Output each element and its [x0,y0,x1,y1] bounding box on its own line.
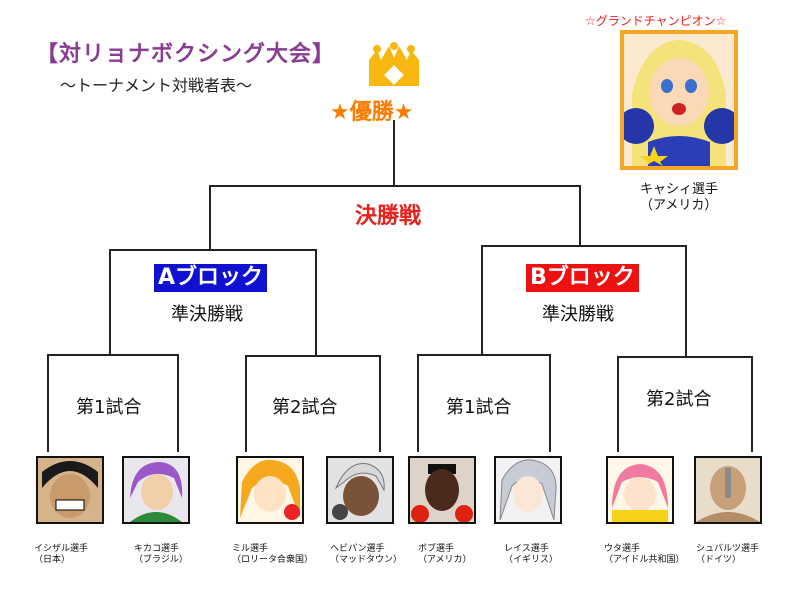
fighter-name: ウタ選手 [604,544,641,554]
fighter-caption-8: シュバルツ選手 （ドイツ） [696,544,759,566]
a-block-label: Aブロック [154,264,268,292]
fighter-illustration [124,458,188,522]
fighter-portrait-6 [494,456,562,524]
fighter-caption-4: ヘビパン選手 （マッドタウン） [330,544,402,566]
fighter-illustration [38,458,102,522]
grand-champion-label: ☆グランドチャンピオン☆ [585,14,727,28]
fighter-name: ミル選手 [232,544,269,554]
fighter-portrait-7 [606,456,674,524]
champion-name: キャシィ選手 [640,182,719,197]
fighter-portrait-2 [122,456,190,524]
a2-match-line [245,355,381,452]
fighter-country: （アメリカ） [418,555,472,565]
fighter-portrait-5 [408,456,476,524]
a-match-1-label: 第1試合 [76,397,142,418]
a-block-semifinal: 準決勝戦 [171,304,243,325]
champion-illustration [624,34,734,166]
fighter-portrait-4 [326,456,394,524]
fighter-country: （イギリス） [504,555,559,565]
fighter-country: （ドイツ） [696,555,742,565]
fighter-illustration [328,458,392,522]
a-match-2-label: 第2試合 [272,397,338,418]
fighter-country: （ロリータ合衆国） [232,555,314,565]
fighter-caption-7: ウタ選手 （アイドル共和国） [604,544,685,566]
b-block-label: Bブロック [526,264,639,292]
final-label: 決勝戦 [355,204,422,229]
fighter-illustration [608,458,672,522]
b-block-line [481,245,687,357]
champion-name-block: キャシィ選手 （アメリカ） [640,182,718,214]
a-block-line [109,249,317,356]
fighter-name: キカコ選手 [134,544,180,554]
fighter-country: （マッドタウン） [330,555,403,565]
b1-match-line [417,354,551,452]
fighter-illustration [410,458,474,522]
b2-match-line [617,356,753,452]
b-match-2-label: 第2試合 [646,389,712,410]
tournament-subtitle: 〜トーナメント対戦者表〜 [60,76,253,95]
fighter-country: （ブラジル） [134,555,188,565]
fighter-illustration [496,458,560,522]
b-block-semifinal: 準決勝戦 [542,304,614,325]
champion-portrait [620,30,738,170]
fighter-caption-5: ボブ選手 （アメリカ） [418,544,472,566]
fighter-portrait-1 [36,456,104,524]
winner-label: ★優勝★ [330,100,414,125]
final-bracket-line [209,185,581,250]
fighter-country: （アイドル共和国） [604,555,685,565]
b-match-1-label: 第1試合 [446,397,512,418]
fighter-caption-1: イシザル選手 （日本） [34,544,88,566]
fighter-name: イシザル選手 [34,544,89,554]
fighter-country: （日本） [34,555,71,565]
fighter-illustration [238,458,302,522]
fighter-caption-2: キカコ選手 （ブラジル） [134,544,188,566]
fighter-illustration [696,458,760,522]
fighter-name: シュバルツ選手 [696,544,760,554]
fighter-caption-6: レイス選手 （イギリス） [504,544,558,566]
fighter-portrait-3 [236,456,304,524]
tournament-title: 【対リョナボクシング大会】 [36,42,336,67]
fighter-caption-3: ミル選手 （ロリータ合衆国） [232,544,313,566]
fighter-name: ボブ選手 [418,544,455,554]
fighter-name: ヘビパン選手 [330,544,385,554]
crown-icon [369,42,419,86]
a1-match-line [47,354,179,452]
fighter-name: レイス選手 [504,544,549,554]
fighter-portrait-8 [694,456,762,524]
champion-country: （アメリカ） [640,198,718,213]
